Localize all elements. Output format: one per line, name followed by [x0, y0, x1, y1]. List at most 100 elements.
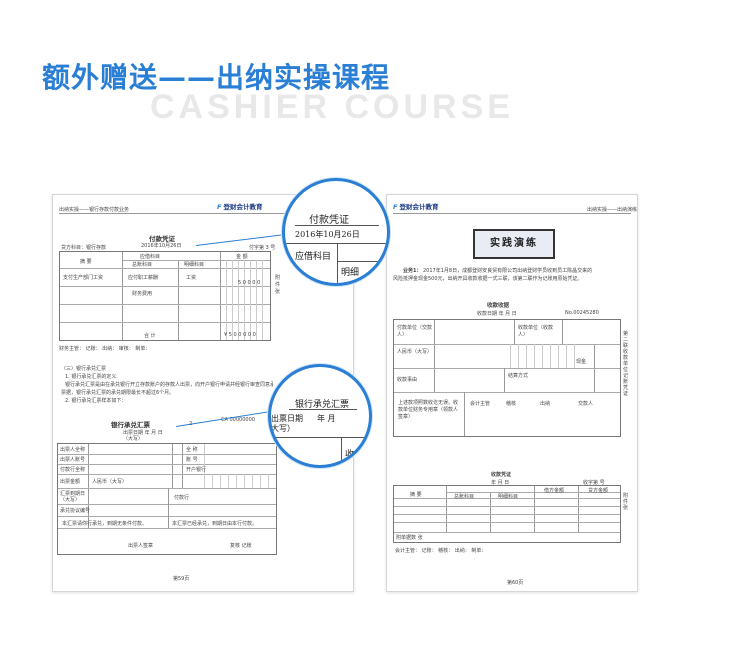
draft-row-payer-account: 出票人账号 — [60, 457, 86, 463]
col-debit: 应借科目 — [140, 254, 161, 260]
voucher-credit-account: 贷方科目：银行存款 — [61, 245, 107, 251]
voucher-number: 付字第 3 号 — [249, 245, 276, 251]
draft-payee-account: 账 号 — [186, 457, 198, 463]
zoom-draft-date-caps: 大写） — [271, 424, 295, 433]
draft-note: 本汇票请你行承兑，到期无条件付款。 — [62, 521, 148, 527]
col-account: 总账科目 — [132, 262, 153, 268]
draft-row-payer-name: 出票人全称 — [60, 447, 86, 453]
task-text-2: 风险抵押金现金500元，出纳开具收款收据一式三联，该第二联作为记账用原始凭证。 — [393, 276, 583, 282]
para-body-1: 银行承兑汇票是由在承兑银行开立存款账户的存款人出票，向开户银行申请并经银行审查同… — [65, 382, 273, 388]
draft-accepted-note: 本汇票已经承兑，到期日由本行付款。 — [172, 521, 258, 527]
row2-account: 财务费用 — [132, 291, 153, 297]
section-heading: （三）银行承兑汇票 — [61, 366, 107, 372]
col-detail: 明细科目 — [184, 262, 205, 268]
practice-stamp: 实践演练 — [473, 229, 555, 259]
receipt-row-rmb: 人民币（大写） — [397, 349, 433, 355]
receipt-voucher-title: 收款凭证 — [491, 472, 512, 478]
row1-summary: 支付生产部门工资 — [63, 275, 104, 281]
receipt-date: 收款日期 年 月 日 — [477, 311, 517, 317]
zoom-draft-date-label: 出票日期 — [271, 414, 303, 423]
draft-payee-bank: 开户银行 — [186, 467, 207, 473]
receipt-sign-cashier: 出纳 — [540, 401, 551, 407]
receipt-row-reason: 收款事由 — [397, 377, 418, 383]
draft-sign-right: 复核 记账 — [230, 543, 252, 549]
zoom-draft-title: 银行承兑汇票 — [295, 400, 350, 410]
page-headline: 额外赠送——出纳实操课程 — [42, 61, 391, 94]
row1-amount: 5 0 0 0 0 — [238, 280, 261, 286]
draft-row-paying-bank: 付款行全称 — [60, 467, 86, 473]
logo-mark-icon: F — [393, 203, 398, 211]
zoom-circle-draft: 银行承兑汇票 出票日期 年 月 大写） 收 — [268, 364, 372, 468]
draft-table: 出票人全称 出票人账号 付款行全称 出票金额 汇票到期日（大写） 承兑协议编号 … — [57, 443, 277, 555]
receipt-sign-payer: 交款人 — [578, 401, 594, 407]
receipt-voucher-date: 年 月 日 — [491, 480, 510, 486]
zoom-voucher-date: 2016年10月26日 — [295, 230, 360, 239]
rv-col-debit: 借方金额 — [544, 488, 565, 494]
row1-account: 应付职工薪酬 — [128, 275, 159, 281]
para-sample: 2. 银行承兑汇票样本如下： — [65, 398, 127, 404]
right-page-number: 第60页 — [507, 580, 524, 586]
para-definition: 1. 银行承兑汇票的定义 — [65, 374, 117, 380]
voucher-table: 摘 要 应借科目 金 额 总账科目 明细科目 支付生产部门工资 应付职工薪酬 工… — [59, 251, 271, 341]
col-amount: 金 额 — [236, 254, 248, 260]
draft-title: 银行承兑汇票 — [111, 421, 150, 429]
receipt-row-payer: 付款单位（交款人） — [397, 325, 433, 338]
task-text-1: 2017年1月8日，成都登财安良贸有限公司出纳登财学员收到员工陈晶交来的 — [423, 268, 593, 274]
receipt-voucher-number: 收字第 号 — [583, 480, 605, 486]
receipt-title: 收款收据 — [487, 303, 510, 309]
draft-paying-label: 付款行 — [174, 495, 190, 501]
row1-detail: 工资 — [186, 275, 197, 281]
total-label: 合 计 — [144, 333, 156, 339]
task-label: 业务1： — [403, 268, 422, 274]
receipt-sign-audit: 稽核 — [506, 401, 517, 407]
left-header-rule — [59, 213, 347, 214]
page-subheadline: CASHIER COURSE — [150, 88, 514, 126]
col-summary: 摘 要 — [80, 259, 92, 265]
zoom-draft-date-units: 年 月 — [317, 414, 336, 423]
zoom-draft-side-text: 收 — [345, 450, 355, 460]
rv-col-detail: 明细科目 — [498, 494, 519, 500]
left-running-head: 出纳实操——银行存款付款业务 — [59, 207, 130, 213]
draft-row-amount: 出票金额 — [60, 479, 81, 485]
right-running-head: 出纳实操——出纳演练 — [587, 207, 638, 213]
voucher-title: 付款凭证 — [149, 235, 175, 243]
rv-col-credit: 贷方金额 — [588, 488, 609, 494]
rv-col-summary: 摘 要 — [410, 492, 422, 498]
receipt-side-note: 第二联 收款单位记账凭证 — [623, 331, 629, 397]
para-body-2: 票据，银行承兑汇票的承兑期限最长不超过6个月。 — [61, 390, 175, 396]
draft-row-due: 汇票到期日（大写） — [60, 491, 86, 503]
right-header-rule — [393, 213, 631, 214]
draft-date-caps: （大写） — [123, 436, 144, 442]
left-page-number: 第59页 — [173, 576, 190, 582]
voucher-date: 2016年10月26日 — [141, 243, 182, 249]
receipt-cash: 现金 — [576, 359, 587, 365]
receipt-table: 付款单位（交款人） 人民币（大写） 收款事由 收款单位（收款人） 结算方式 现金… — [393, 319, 621, 437]
attach-label: 附件 张 — [275, 275, 281, 295]
draft-number: 2 — [189, 421, 193, 427]
draft-amount-caps: 人民币（大写） — [92, 479, 128, 485]
voucher-signatures: 财务主管： 记账： 出纳： 审核： 制单： — [59, 346, 151, 352]
logo-mark-icon: F — [217, 203, 222, 211]
receipt-number: No.00245280 — [565, 310, 599, 316]
receipt-voucher-table: 摘 要 总账科目 明细科目 借方金额 贷方金额 附单据数 张 — [393, 485, 621, 543]
zoom-voucher-title: 付款凭证 — [309, 215, 349, 226]
zoom-voucher-partial: 明细 — [341, 268, 360, 278]
draft-date: 出票日期 年 月 日 — [123, 430, 163, 436]
receipt-unit: 收款单位（收款人） — [518, 325, 554, 338]
zoom-circle-voucher: 付款凭证 2016年10月26日 应借科目 明细 — [282, 178, 390, 286]
draft-payee-name: 全 称 — [186, 447, 198, 453]
receipt-sign-note: 上述款项照数收讫无误。收款单位财务专用章（领款人签章） — [398, 400, 459, 420]
draft-signer: 出票人签章 — [128, 543, 154, 549]
total-amount: ¥ 5 0 0 0 0 0 — [224, 332, 256, 338]
rv-side-note: 附件 张 — [623, 493, 629, 511]
receipt-sign-manager: 会计主管 — [470, 401, 491, 407]
draft-code: CA 00000000 — [221, 417, 255, 423]
rv-total: 附单据数 张 — [396, 535, 423, 541]
rv-signatures: 会计主管： 记账： 稽核： 出纳： 制单： — [395, 548, 487, 554]
draft-row-agreement: 承兑协议编号 — [60, 508, 91, 514]
receipt-method: 结算方式 — [508, 373, 529, 379]
rv-col-account: 总账科目 — [454, 494, 475, 500]
